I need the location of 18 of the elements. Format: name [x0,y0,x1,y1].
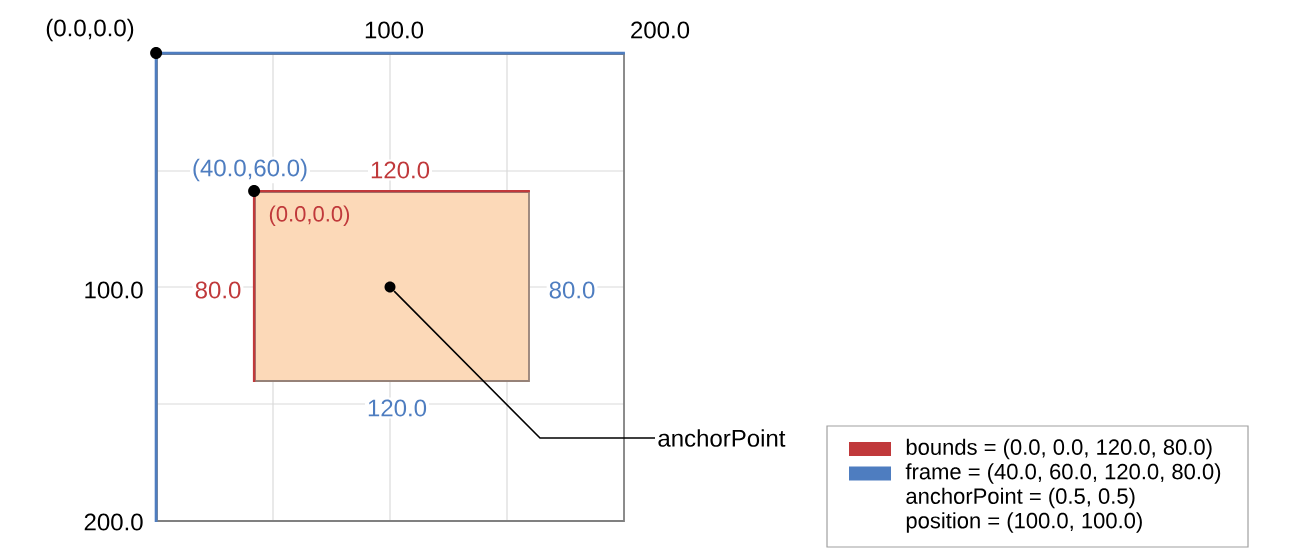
axis-label: 100.0 [365,21,424,39]
axis-label: (0.0,0.0) [46,18,134,42]
callout-text: anchorPoint [658,429,786,447]
dimension-label: 120.0 [364,397,430,419]
legend-text: anchorPoint = (0.5, 0.5) [906,487,1135,509]
dimension-label: 80.0 [192,279,244,301]
axis-label: 100.0 [85,281,143,299]
dimension-label: 80.0 [546,279,598,301]
dimension-label: 120.0 [368,159,433,181]
legend-text: position = (100.0, 100.0) [906,512,1142,533]
legend-text: frame = (40.0, 60.0, 120.0, 80.0) [905,463,1221,484]
layer-rectangle [248,185,530,382]
legend-text: bounds = (0.0, 0.0, 120.0, 80.0) [906,438,1212,460]
origin-label: (0.0,0.0) [269,205,350,226]
coordinate-label: (40.0,60.0) [189,156,311,184]
axis-label: 200.0 [631,21,690,39]
leader-line [393,290,656,439]
axis-label: 200.0 [84,513,143,531]
